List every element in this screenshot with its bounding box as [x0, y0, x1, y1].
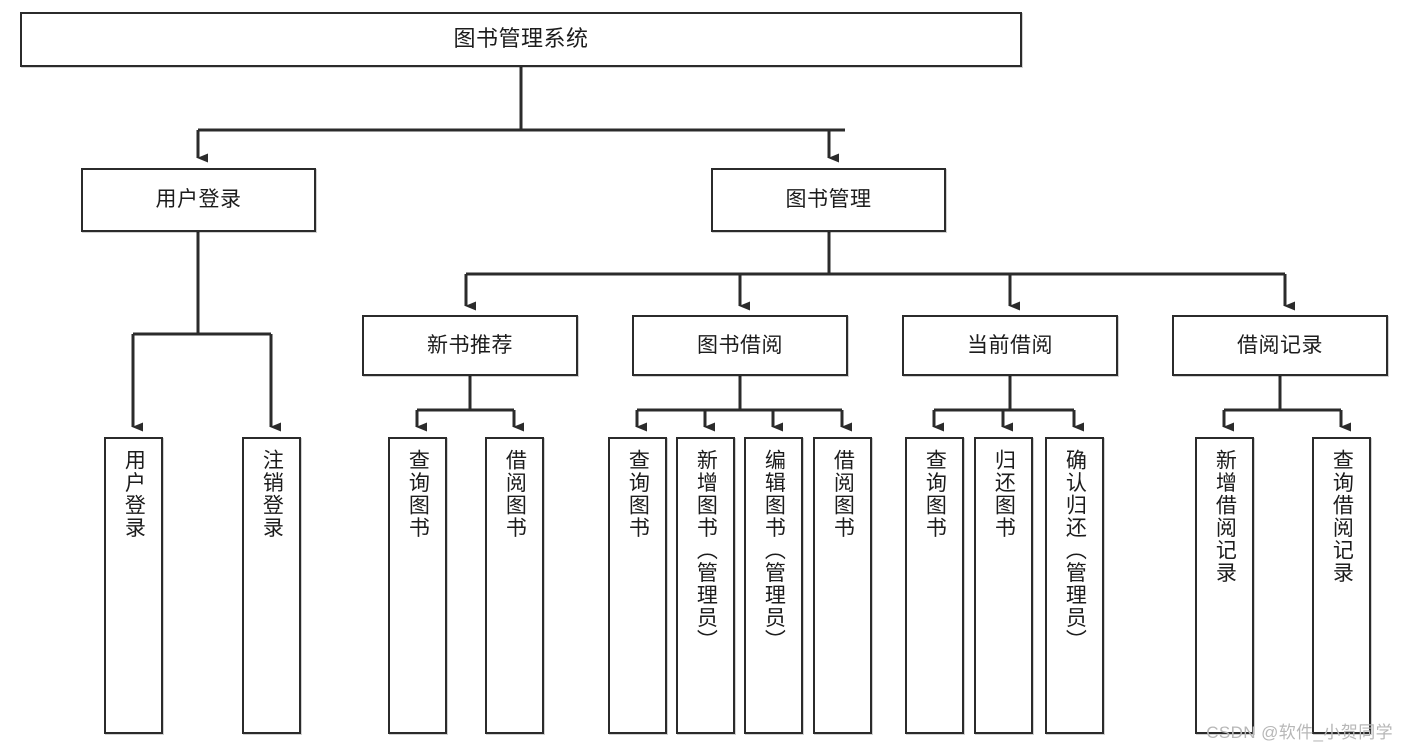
node-label: 用户登录	[155, 188, 242, 212]
node-leaf-query-borrow-record[interactable]: 查询借阅记录	[1312, 437, 1371, 734]
node-label: 编辑图书（管理员）	[762, 449, 786, 652]
node-label: 确认归还（管理员）	[1063, 449, 1087, 652]
node-label: 注销登录	[260, 449, 284, 539]
node-label: 查询图书	[406, 449, 430, 539]
node-label: 查询图书	[923, 449, 947, 539]
node-leaf-borrow-book-recommend[interactable]: 借阅图书	[485, 437, 544, 734]
node-label: 当前借阅	[967, 333, 1053, 357]
node-label: 查询借阅记录	[1330, 449, 1354, 584]
node-label: 图书管理系统	[453, 26, 589, 52]
node-label: 新增借阅记录	[1213, 449, 1237, 584]
node-leaf-query-book-borrow[interactable]: 查询图书	[608, 437, 667, 734]
node-book-manage[interactable]: 图书管理	[711, 168, 946, 232]
node-leaf-user-logout[interactable]: 注销登录	[242, 437, 301, 734]
node-leaf-edit-book[interactable]: 编辑图书（管理员）	[744, 437, 803, 734]
node-label: 图书管理	[785, 188, 872, 212]
node-label: 图书借阅	[697, 333, 783, 357]
node-leaf-add-book[interactable]: 新增图书（管理员）	[676, 437, 735, 734]
node-label: 新增图书（管理员）	[694, 449, 718, 652]
node-label: 用户登录	[122, 449, 146, 539]
node-current-borrow[interactable]: 当前借阅	[902, 315, 1118, 376]
node-user-login[interactable]: 用户登录	[81, 168, 316, 232]
node-leaf-query-book-current[interactable]: 查询图书	[905, 437, 964, 734]
node-label: 借阅图书	[831, 449, 855, 539]
node-label: 借阅图书	[503, 449, 527, 539]
node-leaf-return-book[interactable]: 归还图书	[974, 437, 1033, 734]
node-label: 归还图书	[992, 449, 1016, 539]
watermark: CSDN @软件_小贺同学	[1206, 723, 1393, 742]
node-book-borrow[interactable]: 图书借阅	[632, 315, 848, 376]
node-new-book-recommend[interactable]: 新书推荐	[362, 315, 578, 376]
node-leaf-query-book-recommend[interactable]: 查询图书	[388, 437, 447, 734]
node-leaf-confirm-return[interactable]: 确认归还（管理员）	[1045, 437, 1104, 734]
node-label: 新书推荐	[427, 333, 513, 357]
node-label: 借阅记录	[1237, 333, 1323, 357]
node-root-book-management-system[interactable]: 图书管理系统	[20, 12, 1022, 67]
node-leaf-user-login[interactable]: 用户登录	[104, 437, 163, 734]
node-borrow-record[interactable]: 借阅记录	[1172, 315, 1388, 376]
node-label: 查询图书	[626, 449, 650, 539]
node-leaf-borrow-book[interactable]: 借阅图书	[813, 437, 872, 734]
node-leaf-add-borrow-record[interactable]: 新增借阅记录	[1195, 437, 1254, 734]
